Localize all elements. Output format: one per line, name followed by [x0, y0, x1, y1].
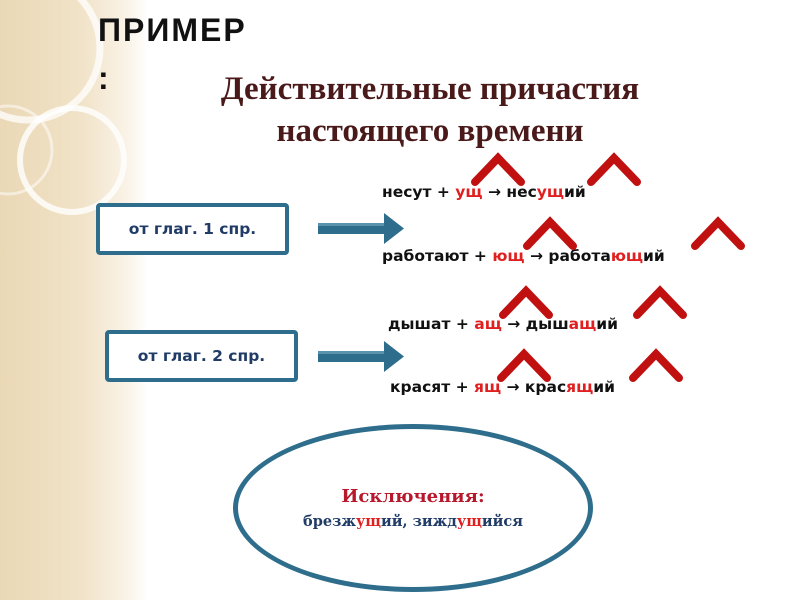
- participle: красящий: [524, 378, 615, 396]
- page-title: Действительные причастия настоящего врем…: [150, 68, 710, 152]
- example-line-2: работают + ющ → работающий: [382, 246, 665, 266]
- example-line-4: красят + ящ → красящий: [390, 377, 615, 397]
- exceptions-oval: Исключения: брезжущий, зиждущийся: [233, 424, 593, 592]
- title-line-1: Действительные причастия: [220, 71, 640, 107]
- arrow: →: [529, 247, 543, 265]
- participle: работающий: [548, 247, 665, 265]
- example-label: ПРИМЕР: [98, 12, 247, 48]
- title-line-2: настоящего времени: [276, 113, 584, 149]
- arrow: →: [506, 378, 520, 396]
- suffix-mark-icon: [471, 152, 525, 186]
- arrow: →: [507, 315, 521, 333]
- example-line-3: дышат + ащ → дышащий: [388, 314, 618, 334]
- exceptions-title: Исключения:: [341, 486, 485, 507]
- right-arrow-icon: [318, 213, 404, 244]
- verb-stem: красят +: [390, 378, 469, 396]
- first-conjugation-box: от глаг. 1 спр.: [96, 203, 289, 255]
- suffix-mark-icon: [633, 285, 687, 319]
- verb-stem: работают +: [382, 247, 487, 265]
- participle: несущий: [506, 183, 586, 201]
- suffix-mark-icon: [499, 285, 553, 319]
- verb-stem: дышат +: [388, 315, 469, 333]
- suffix: ящ: [474, 378, 502, 396]
- suffix: ащ: [474, 315, 502, 333]
- suffix-mark-icon: [497, 348, 551, 382]
- example-colon: :: [98, 60, 109, 96]
- example-line-1: несут + ущ → несущий: [382, 182, 586, 202]
- decorative-side-strip: [0, 0, 148, 600]
- exceptions-words: брезжущий, зиждущийся: [303, 513, 523, 530]
- verb-stem: несут +: [382, 183, 450, 201]
- second-conjugation-box: от глаг. 2 спр.: [105, 330, 298, 382]
- suffix: ущ: [455, 183, 483, 201]
- suffix-mark-icon: [629, 348, 683, 382]
- suffix-mark-icon: [691, 216, 745, 250]
- suffix: ющ: [492, 247, 525, 265]
- suffix-mark-icon: [587, 152, 641, 186]
- arrow: →: [487, 183, 501, 201]
- participle: дышащий: [525, 315, 618, 333]
- decorative-rings: [0, 0, 127, 215]
- suffix-mark-icon: [523, 216, 577, 250]
- right-arrow-icon: [318, 341, 404, 372]
